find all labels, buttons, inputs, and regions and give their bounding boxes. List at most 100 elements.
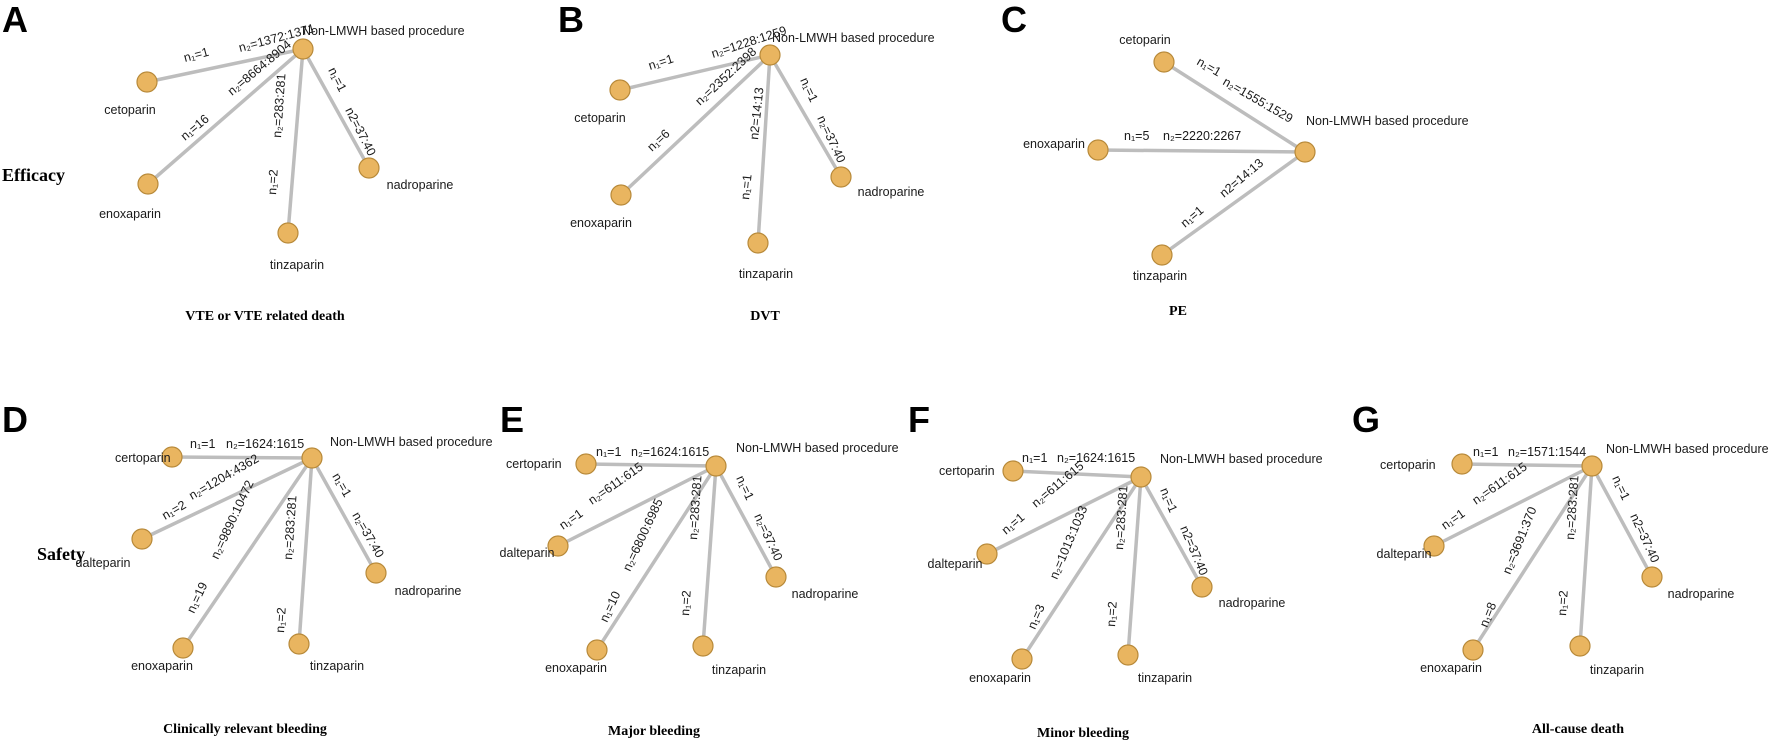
edge-cetoparin: [618, 53, 772, 92]
edge-dalteparin: [140, 456, 314, 541]
panel-title: PE: [1169, 304, 1187, 319]
row-label-efficacy: Efficacy: [2, 165, 65, 185]
node-label-cetoparin: cetoparin: [574, 111, 625, 125]
edge-label-n1-dalteparin: n₁=1: [1439, 506, 1468, 532]
edge-label-n1-cetoparin: n₁=1: [1195, 54, 1224, 79]
node-label-nadroparine: nadroparine: [858, 185, 925, 199]
edge-label-n1-certoparin: n₁=1: [190, 437, 215, 451]
panel-title: Clinically relevant bleeding: [163, 722, 327, 737]
node-dalteparin: [1423, 535, 1445, 557]
edge-label-n1-tinzaparin: n₁=2: [678, 590, 694, 616]
edge-label-n1-nadroparine: n₁=1: [1609, 473, 1632, 502]
node-dalteparin: [976, 543, 998, 565]
edge-label-n1-dalteparin: n₁=1: [999, 510, 1028, 537]
edge-label-n2-cetoparin: n₂=1555:1529: [1221, 74, 1296, 125]
node-label-nadroparine: nadroparine: [1219, 596, 1286, 610]
node-label-dalteparin: dalteparin: [76, 556, 131, 570]
edge-tinzaparin: [701, 464, 718, 648]
node-label-enoxaparin: enoxaparin: [131, 659, 193, 673]
edge-label-n2-enoxaparin: n₂=2220:2267: [1163, 129, 1241, 143]
edge-label-n2-enoxaparin: n₂=3691:370: [1500, 505, 1540, 576]
edge-dalteparin: [1432, 464, 1594, 548]
panel-title: All-cause death: [1532, 722, 1624, 737]
edge-label-n2-enoxaparin: n₂=1013:1033: [1047, 504, 1090, 581]
node-certoparin: [575, 453, 597, 475]
node-cetoparin: [1153, 51, 1175, 73]
edge-label-n1-tinzaparin: n₁=2: [1555, 590, 1571, 616]
row-label-safety: Safety: [37, 544, 85, 564]
edge-tinzaparin: [1160, 150, 1307, 257]
edge-label-n2-tinzaparin: n2=14:13: [747, 87, 766, 141]
edge-label-n1-nadroparine: n₁=1: [733, 473, 756, 502]
edge-label-n2-enoxaparin: n₂=6800:6985: [620, 496, 666, 573]
node-label-tinzaparin: tinzaparin: [1138, 671, 1192, 685]
node-label-dalteparin: dalteparin: [1377, 547, 1432, 561]
panel-letter: E: [500, 399, 524, 440]
edge-certoparin: [1460, 462, 1594, 468]
edge-certoparin: [584, 462, 718, 468]
edge-enoxaparin: [619, 53, 772, 197]
edge-certoparin: [170, 455, 314, 460]
node-cetoparin: [136, 71, 158, 93]
node-label-cetoparin: cetoparin: [1119, 33, 1170, 47]
node-tinzaparin: [1151, 244, 1173, 266]
edge-label-n2-certoparin: n₂=1624:1615: [631, 445, 709, 459]
panel-title: VTE or VTE related death: [185, 309, 345, 324]
panel-title: Major bleeding: [608, 724, 700, 739]
node-label-enoxaparin: enoxaparin: [545, 661, 607, 675]
hub-node: [292, 38, 314, 60]
edge-label-n2-certoparin: n₂=1624:1615: [1057, 451, 1135, 465]
node-enoxaparin: [586, 639, 608, 661]
node-cetoparin: [609, 79, 631, 101]
edge-enoxaparin: [146, 47, 305, 186]
edge-label-n2-tinzaparin: n2=14:13: [1217, 156, 1266, 200]
node-label-tinzaparin: tinzaparin: [1590, 663, 1644, 677]
edge-label-n2-dalteparin: n₂=611:615: [1029, 459, 1087, 510]
edge-dalteparin: [556, 464, 718, 548]
panel-title: DVT: [750, 309, 780, 324]
node-tinzaparin: [1569, 635, 1591, 657]
node-label-nadroparine: nadroparine: [387, 178, 454, 192]
edge-label-n1-tinzaparin: n₁=1: [738, 174, 755, 201]
node-enoxaparin: [1462, 639, 1484, 661]
node-tinzaparin: [1117, 644, 1139, 666]
panel-letter: C: [1001, 0, 1027, 40]
edge-nadroparine: [310, 456, 378, 575]
panel-letter: F: [908, 399, 930, 440]
node-label-tinzaparin: tinzaparin: [712, 663, 766, 677]
node-tinzaparin: [288, 633, 310, 655]
edge-label-n2-tinzaparin: n₂=283:281: [1563, 475, 1581, 540]
node-label-tinzaparin: tinzaparin: [739, 267, 793, 281]
hub-node: [301, 447, 323, 469]
edge-nadroparine: [301, 47, 371, 170]
edge-label-n1-cetoparin: n₁=1: [647, 52, 676, 73]
hub-label: Non-LMWH based procedure: [1306, 114, 1469, 128]
node-label-certoparin: certoparin: [115, 451, 171, 465]
node-nadroparine: [358, 157, 380, 179]
panel-title: Minor bleeding: [1037, 726, 1129, 741]
edge-tinzaparin: [297, 456, 314, 646]
node-enoxaparin: [610, 184, 632, 206]
node-certoparin: [1451, 453, 1473, 475]
node-label-certoparin: certoparin: [1380, 458, 1436, 472]
edge-cetoparin: [145, 47, 305, 84]
node-dalteparin: [547, 535, 569, 557]
panel-letter: G: [1352, 399, 1380, 440]
hub-label: Non-LMWH based procedure: [772, 31, 935, 45]
edge-enoxaparin: [595, 464, 718, 652]
edge-label-n1-enoxaparin: n₁=10: [597, 589, 623, 624]
edge-label-n1-cetoparin: n₁=1: [182, 45, 210, 65]
edge-label-n2-certoparin: n₂=1571:1544: [1508, 445, 1586, 459]
edge-label-n2-tinzaparin: n₂=283:281: [1112, 485, 1130, 550]
hub-node: [1581, 455, 1603, 477]
edge-tinzaparin: [1578, 464, 1594, 648]
node-nadroparine: [1191, 576, 1213, 598]
edge-label-n1-nadroparine: n₁=1: [797, 75, 820, 104]
node-label-dalteparin: dalteparin: [500, 546, 555, 560]
